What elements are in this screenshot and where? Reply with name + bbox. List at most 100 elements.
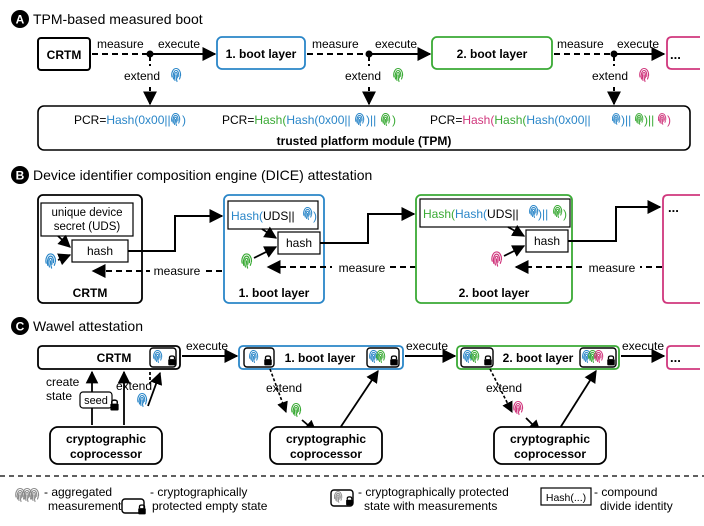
hash-label-crtm: hash [87,244,113,258]
extend-label-a1: extend [124,69,160,83]
measure-label-b3-bg [584,259,640,273]
seed-label: seed [84,395,108,407]
fingerprint-icon-green [393,67,404,83]
boot-layer-1-label-a: 1. boot layer [226,47,297,61]
extend-label-c2: extend [486,381,522,395]
pcr-value-3-close1: )|| [621,113,631,127]
fingerprint-icon-blue [171,67,182,83]
extend-label-a2: extend [345,69,381,83]
cdi-box-2 [419,198,571,228]
measure-label-a1: measure [97,37,144,51]
execute-label-a1: execute [158,37,200,51]
extend-label-c1: extend [266,381,302,395]
crtm-label-a: CRTM [47,48,82,62]
section-b: B Device identifier composition engine (… [11,166,700,304]
uds-to-hash-arrow [57,234,71,248]
fingerprint-icon-c1 [291,402,302,418]
measure-label-a2: measure [312,37,359,51]
measure-label-b1-bg [150,263,204,277]
measure-label-b2: measure [339,261,386,275]
pcr-value-1-close: ) [182,113,186,127]
cdi-value-2-close2: ) [563,207,567,221]
coprocessor-0-label-line1: cryptographic [66,432,146,446]
pcr-value-3-close2: )|| [644,113,654,127]
coproc-to-state-arrow-c1 [339,369,379,429]
execute-label-a3: execute [617,37,659,51]
measure-label-b2-bg [332,259,388,273]
crtm-label-b: CRTM [73,286,108,300]
cdi-arrow-2 [320,207,416,244]
legend-empty-line1: - cryptographically [150,485,247,499]
create-state-label-line1: create [46,375,80,389]
section-a-badge [11,10,29,28]
legend-cdi-box [540,487,592,506]
tpm-box [37,105,691,151]
uds-label-line2: secret (UDS) [54,221,121,233]
more-layers-box-a [666,36,700,70]
junction-dot-a1 [146,50,154,58]
crtm-box-a [37,37,91,71]
legend-cdi-line1: - compound [594,485,657,499]
fp-to-hash-arrow-b1 [253,246,278,259]
boot-layer-1-box-a [216,36,306,70]
pcr-value-2: PCR=Hash(Hash(0x00|| [222,113,351,127]
cdi-arrow-1 [128,209,224,252]
fingerprint-icon-magenta [639,67,650,83]
boot-layer-2-label-c: 2. boot layer [503,351,574,365]
coprocessor-box-1 [269,426,383,465]
section-a-badge-letter: A [16,13,25,27]
cdi-value-2-close1: )|| [538,207,548,221]
junction-dot-a3 [610,50,618,58]
boot-layer-1-label-b: 1. boot layer [239,286,310,300]
cdi2-to-hash-arrow [507,224,526,237]
legend-aggregated-line2: measurements [48,499,127,513]
crtm-label-c: CRTM [97,351,132,365]
coprocessor-2-label-line1: cryptographic [510,432,590,446]
pcr-value-1: PCR=Hash(0x00|| [74,113,171,127]
coprocessor-box-2 [493,426,607,465]
section-c-title: Wawel attestation [33,318,143,334]
fp-to-hash-arrow-b2 [503,245,526,257]
boot-layer-1-box-c [238,345,404,370]
section-b-badge [11,166,29,184]
section-a: A TPM-based measured boot CRTM measure e… [11,10,700,151]
uds-label-line1: unique device [52,207,123,219]
fp-to-state-arrow-c0 [147,371,163,407]
fingerprint-icon-c0 [137,392,148,408]
extend-label-c0: extend [116,379,152,393]
measure-label-b1: measure [154,264,201,278]
hash-label-b1: hash [286,236,312,250]
hash-label-b2: hash [534,234,560,248]
pcr-value-3-close3: ) [667,113,671,127]
fp-to-hash-arrow-crtm [57,253,72,266]
junction-dot-a2 [365,50,373,58]
coprocessor-2-label-line2: coprocessor [514,447,586,461]
more-layers-label-a: ... [670,47,681,62]
section-c: C Wawel attestation CRTM execute create … [11,317,700,465]
fingerprint-icon-c2 [513,400,524,416]
more-layers-label-b: ... [668,200,679,215]
section-b-title: Device identifier composition engine (DI… [33,167,372,183]
more-layers-box-b [662,194,700,304]
boot-layer-2-label-b: 2. boot layer [459,286,530,300]
section-b-badge-letter: B [16,169,25,183]
measure-label-a3: measure [557,37,604,51]
measure-label-b3: measure [589,261,636,275]
legend-cdi-box-label: Hash(...) [546,492,586,504]
more-layers-label-c: ... [670,350,681,365]
legend-cdi-line2: divide identity [600,499,673,513]
crtm-box-c [37,345,181,370]
extend-dash-c1 [269,368,288,414]
pcr-value-2-close2: ) [392,113,396,127]
boot-layer-2-box-a [431,36,553,70]
boot-layer-2-box-c [456,345,620,370]
legend-with-meas-line1: - cryptographically protected [358,485,509,499]
cdi1-to-hash-arrow [261,226,278,239]
extend-label-a3: extend [592,69,628,83]
coprocessor-box-0 [49,426,163,465]
coprocessor-1-label-line2: coprocessor [290,447,362,461]
coprocessor-1-label-line1: cryptographic [286,432,366,446]
cdi-value-2: Hash(Hash(UDS|| [423,207,519,221]
